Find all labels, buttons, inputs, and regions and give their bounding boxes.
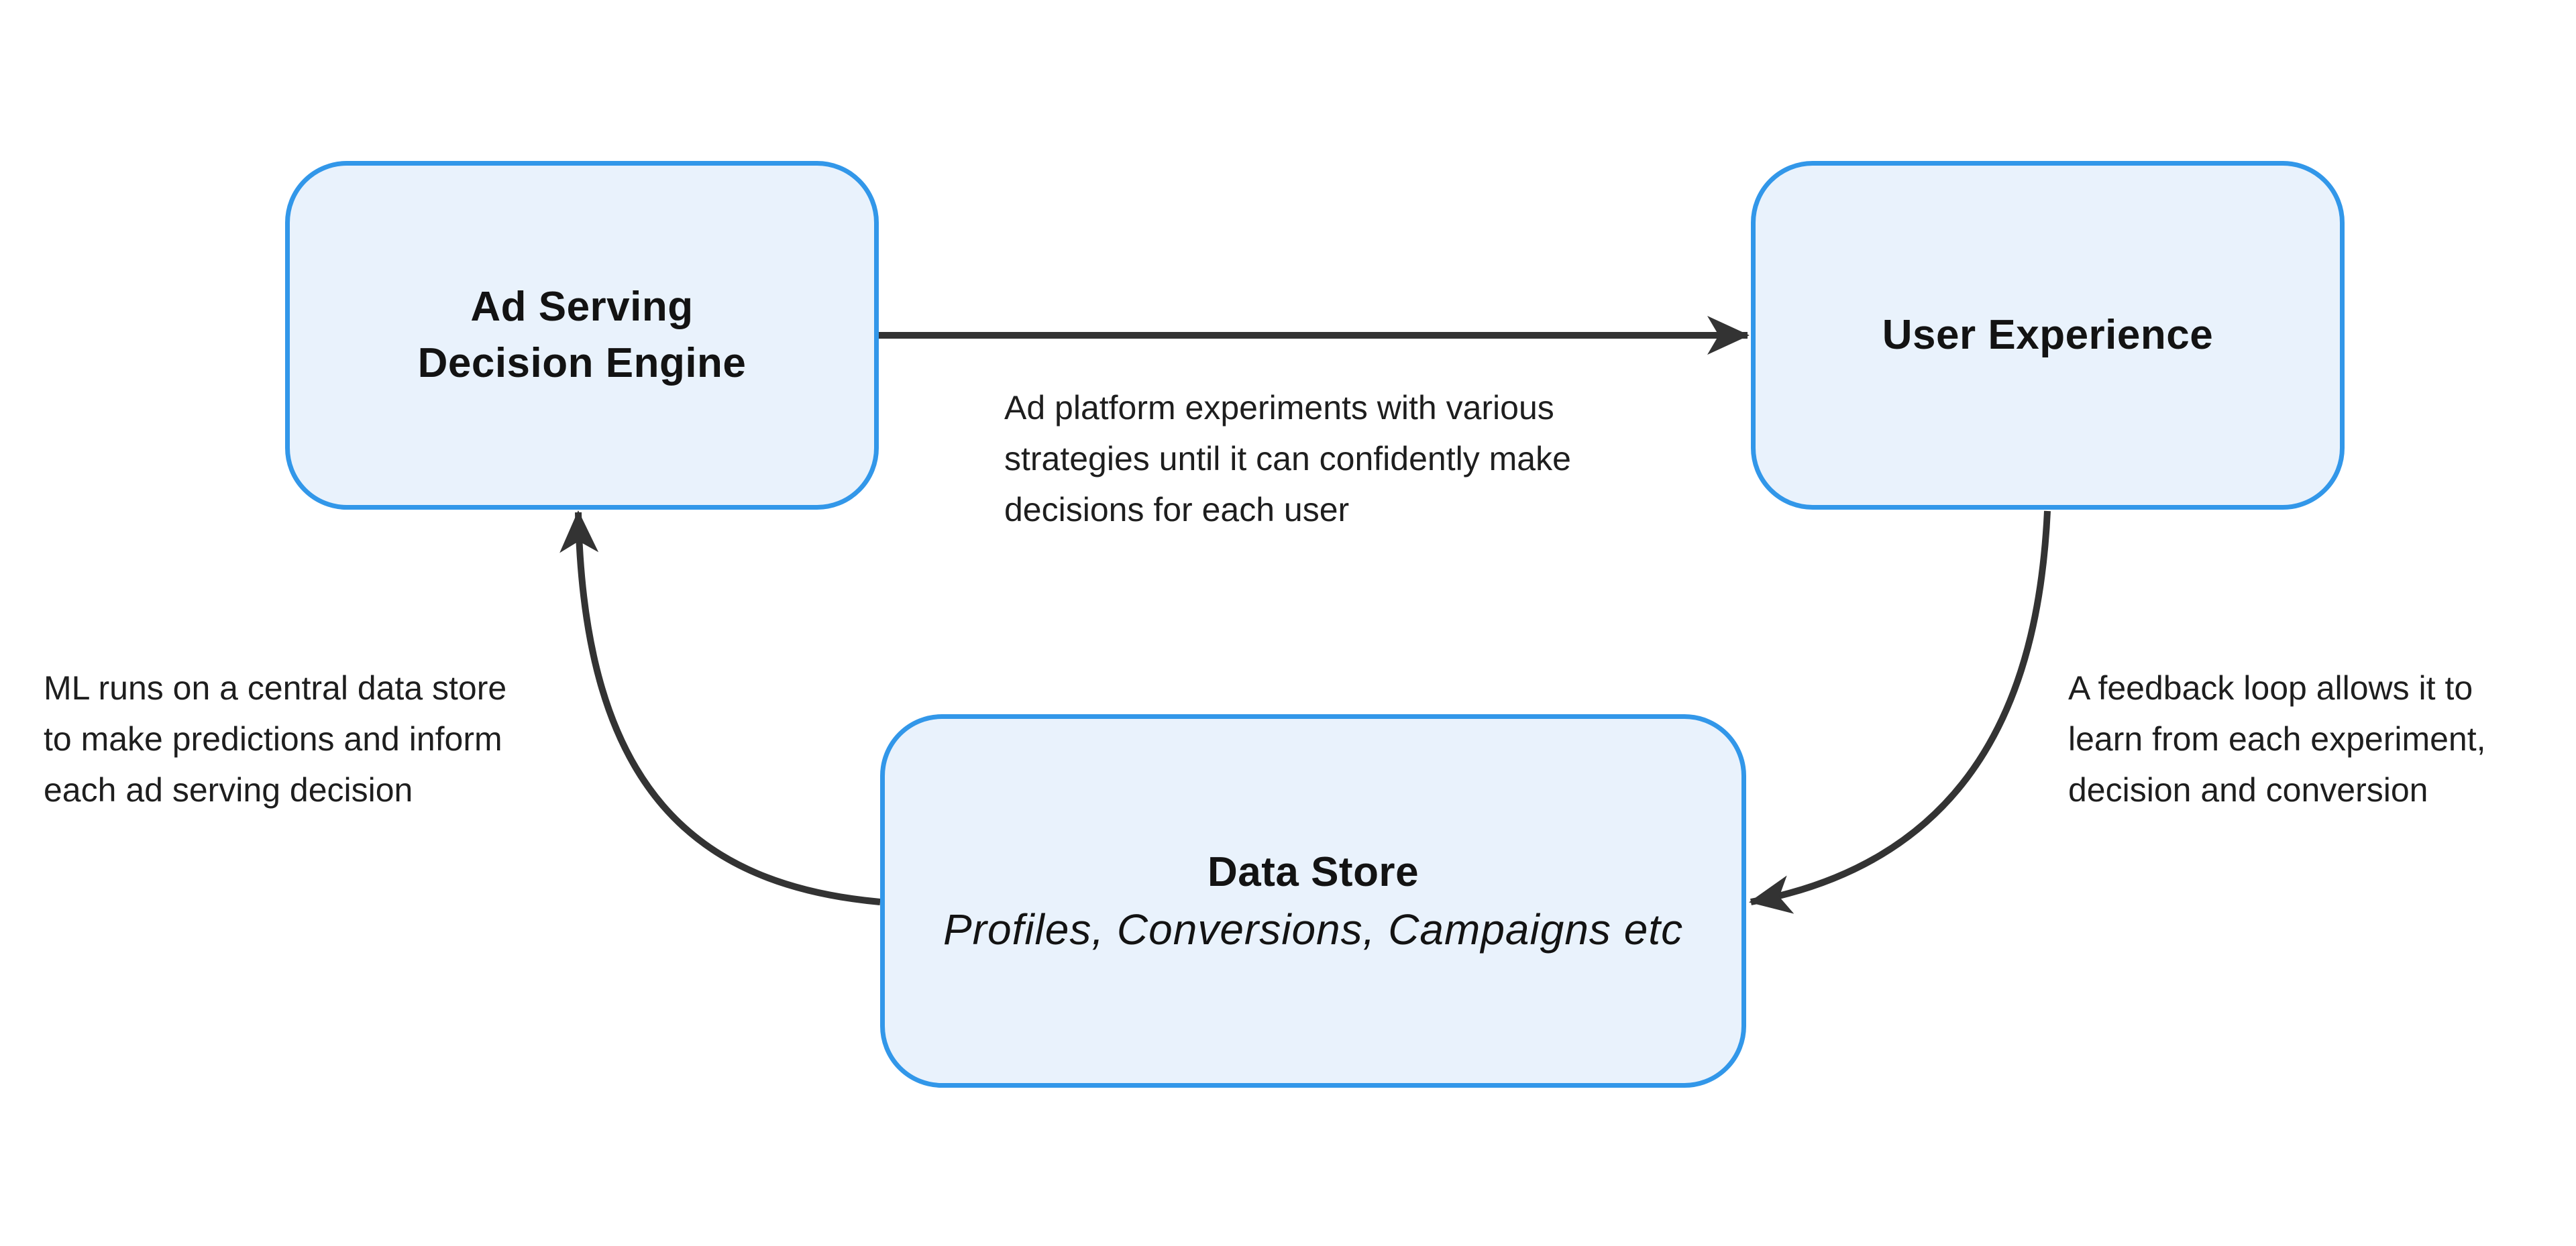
annotation-line: Ad platform experiments with various [1004,389,1554,427]
annotation-ux-to-datastore: A feedback loop allows it to learn from … [2068,663,2486,815]
annotation-ad-to-ux: Ad platform experiments with various str… [1004,382,1571,535]
annotation-line: learn from each experiment, [2068,720,2486,758]
node-data-store: Data Store Profiles, Conversions, Campai… [880,714,1746,1088]
arrow-datastore-to-ad [559,510,881,905]
annotation-line: decisions for each user [1004,491,1350,528]
node-user-experience: User Experience [1751,161,2345,510]
node-sublabel: Profiles, Conversions, Campaigns etc [943,905,1684,954]
annotation-line: A feedback loop allows it to [2068,669,2473,707]
annotation-line: decision and conversion [2068,771,2428,809]
arrow-ux-to-datastore [1749,510,2051,914]
annotation-line: ML runs on a central data store [44,669,507,707]
node-label-line: User Experience [1882,312,2214,358]
annotation-line: to make predictions and inform [44,720,502,758]
node-ad-serving-decision-engine: Ad Serving Decision Engine [285,161,879,510]
node-label-line: Data Store [1207,848,1419,895]
annotation-line: strategies until it can confidently make [1004,440,1571,477]
annotation-line: each ad serving decision [44,771,413,809]
node-label-line: Decision Engine [417,340,747,386]
annotation-datastore-to-ad: ML runs on a central data store to make … [44,663,506,815]
node-label-line: Ad Serving [470,284,694,330]
